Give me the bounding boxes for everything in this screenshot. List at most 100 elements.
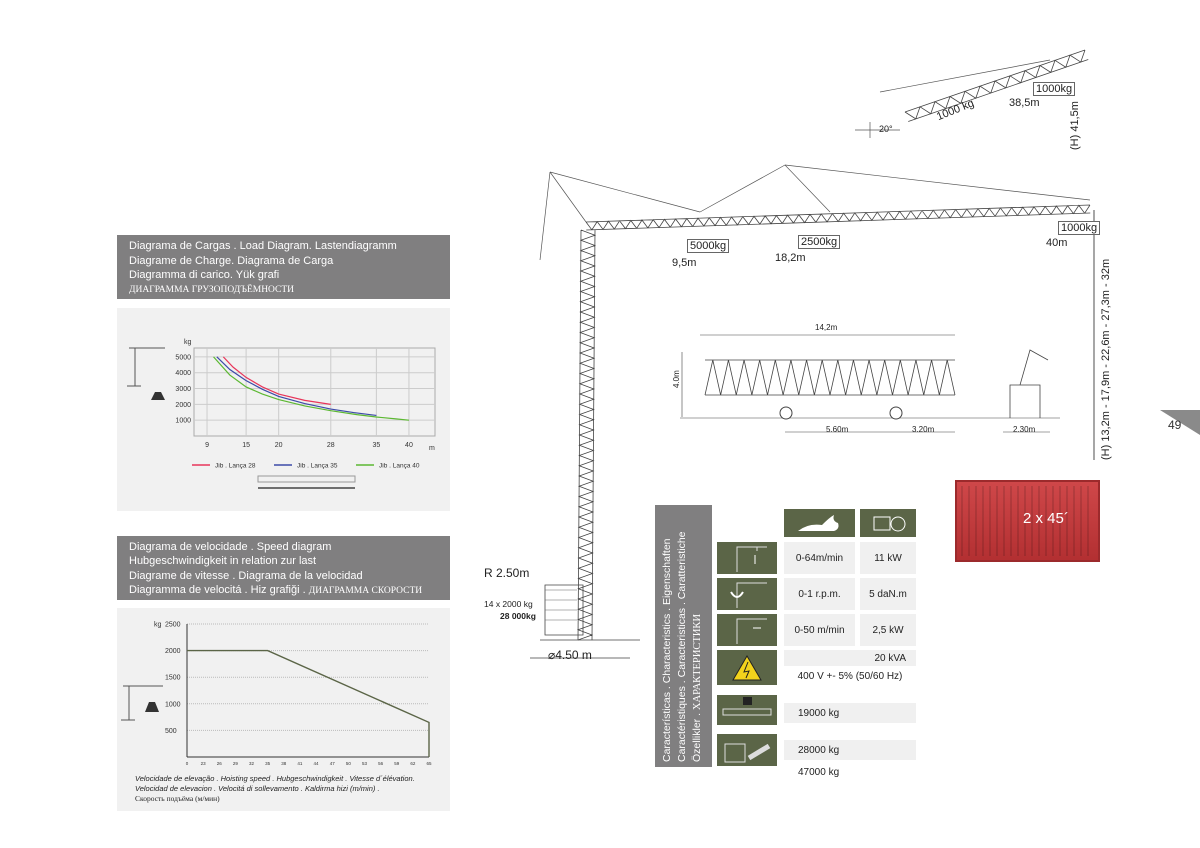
transport-jib-folded: [704, 359, 956, 396]
electric-hazard-icon: [717, 650, 777, 685]
speed-caption-line: Velocidad de elevacion . Velocitá di sol…: [135, 784, 380, 793]
luffed-angle: 20°: [879, 124, 893, 134]
crane-icon: [127, 347, 165, 387]
hoisting-power: 11 kW: [860, 542, 916, 574]
ballast-weight: 28000 kg: [784, 740, 916, 760]
hoisting-speed: 0-64m/min: [784, 542, 855, 574]
transport-height: 4.0m: [672, 370, 681, 388]
x-tick-label: 47: [330, 761, 336, 766]
slewing-speed: 0-1 r.p.m.: [784, 578, 855, 610]
load-header-ru: ДИАГРАММА ГРУЗОПОДЪЁМНОСТИ: [129, 284, 295, 295]
y-tick-label: 1500: [165, 675, 181, 682]
transport-wheel: [779, 406, 793, 420]
radius-label-3: 40m: [1046, 237, 1068, 249]
weight-icon: [145, 702, 159, 712]
x-tick-label: 35: [265, 761, 271, 766]
legend-label: Jib . Lança 28: [215, 463, 256, 470]
load-label-3: 1000kg: [1058, 221, 1101, 235]
transport-axle1: 5.60m: [826, 425, 849, 434]
luffed-radius-label: 38,5m: [1009, 97, 1040, 109]
y-tick-label: 3000: [175, 386, 191, 393]
x-tick-label: 56: [378, 761, 384, 766]
hoisting-icon: [717, 542, 777, 574]
x-tick-label: 59: [394, 761, 400, 766]
x-tick-label: 23: [201, 761, 207, 766]
crane-icon: [121, 685, 163, 721]
base-width-label: ⌀4.50 m: [548, 648, 592, 662]
jib-icon: [257, 475, 356, 483]
crane-jib: [585, 204, 1091, 231]
x-tick-label: 20: [275, 442, 283, 449]
series-line-2: [216, 356, 377, 417]
load-header-line: Diagramma di carico. Yük grafi: [129, 269, 280, 281]
x-tick-label: 9: [205, 442, 209, 449]
legend-label: Jib . Lança 35: [297, 463, 338, 470]
y-tick-label: 2500: [165, 622, 181, 629]
x-tick-label: 40: [405, 442, 413, 449]
luffed-jib: [904, 49, 1089, 122]
speed-series-line: [187, 649, 430, 757]
speed-header-line: Hubgeschwindigkeit in relation zur last: [129, 555, 317, 568]
characteristics-title: Características . Characteristics . Eige…: [660, 507, 705, 763]
radius-label-1: 9,5m: [672, 257, 697, 269]
x-tick-label: 29: [233, 761, 239, 766]
container-ribs: [961, 486, 1094, 556]
characteristics-title-band: Características . Characteristics . Eige…: [655, 505, 712, 767]
luffed-height: (H) 41,5m: [1069, 101, 1081, 150]
x-tick-label: 35: [372, 442, 380, 449]
plot-area: [193, 347, 436, 437]
transport-front-view: [1009, 349, 1049, 418]
trolleying-power: 2,5 kW: [860, 614, 916, 646]
jib-tie-rods: [539, 164, 1091, 261]
speed-header-line: Diagrama de velocidade . Speed diagram: [129, 541, 332, 553]
y-axis-label: kg: [184, 339, 192, 346]
y-tick-label: 5000: [175, 354, 191, 361]
char-title-line: Caractéristiques . Caracteristicas . Car…: [676, 531, 688, 763]
char-title-line: Özellikler .: [691, 710, 703, 762]
y-tick-label: 500: [165, 728, 177, 735]
radius-label-2: 18,2m: [775, 252, 806, 264]
base-radius-label: R 2.50m: [484, 566, 530, 580]
speed-diagram-header: Diagrama de velocidade . Speed diagram H…: [117, 536, 450, 600]
x-tick-label: 53: [362, 761, 368, 766]
load-diagram-header: Diagrama de Cargas . Load Diagram. Laste…: [117, 235, 450, 299]
transport-axle2: 3.20m: [912, 425, 935, 434]
x-axis-label: m: [429, 445, 435, 452]
height-label: (H) 13,2m - 17,9m - 22,6m - 27,3m - 32m: [1100, 258, 1112, 460]
speed-header-line: Diagrame de vitesse . Diagrama de la vel…: [129, 569, 363, 582]
y-tick-label: 4000: [175, 370, 191, 377]
speed-header-line: Diagramma de velocitá . Hiz grafiği .: [129, 583, 309, 596]
trolleying-speed: 0-50 m/min: [784, 614, 855, 646]
transport-dimension-lines: [680, 334, 1060, 433]
ballast-blocks-icon: [717, 734, 777, 766]
crane-weight-icon: [717, 695, 777, 725]
power-kva: 20 kVA: [784, 650, 916, 666]
speed-caption-line: Velocidade de elevação . Hoisting speed …: [135, 774, 415, 783]
speed-caption-ru: Скорость подъёма (м/мин): [135, 794, 220, 803]
y-tick-label: 1000: [165, 701, 181, 708]
legend-label: Jib . Lança 40: [379, 463, 420, 470]
char-title-line: Características . Characteristics . Eige…: [661, 538, 673, 762]
y-tick-label: 2000: [175, 402, 191, 409]
trolleying-icon: [717, 614, 777, 646]
x-tick-label: 41: [297, 761, 303, 766]
shipping-container: 2 x 45´: [955, 480, 1100, 562]
luffed-load-label: 1000kg: [1033, 82, 1076, 96]
crane-weight: 19000 kg: [784, 703, 916, 723]
slewing-icon: [717, 578, 777, 610]
y-tick-label: 1000: [175, 418, 191, 425]
x-tick-label: 28: [327, 442, 335, 449]
container-label: 2 x 45´: [1023, 510, 1069, 527]
load-label-2: 2500kg: [798, 235, 841, 249]
crane-base: [530, 584, 640, 659]
power-voltage: 400 V +- 5% (50/60 Hz): [797, 671, 903, 682]
total-weight: 47000 kg: [798, 766, 840, 778]
x-tick-label: 65: [426, 761, 432, 766]
y-axis-label: kg: [154, 622, 162, 629]
weight-icon: [151, 392, 165, 400]
speed-caption: Velocidade de elevação . Hoisting speed …: [135, 774, 415, 804]
